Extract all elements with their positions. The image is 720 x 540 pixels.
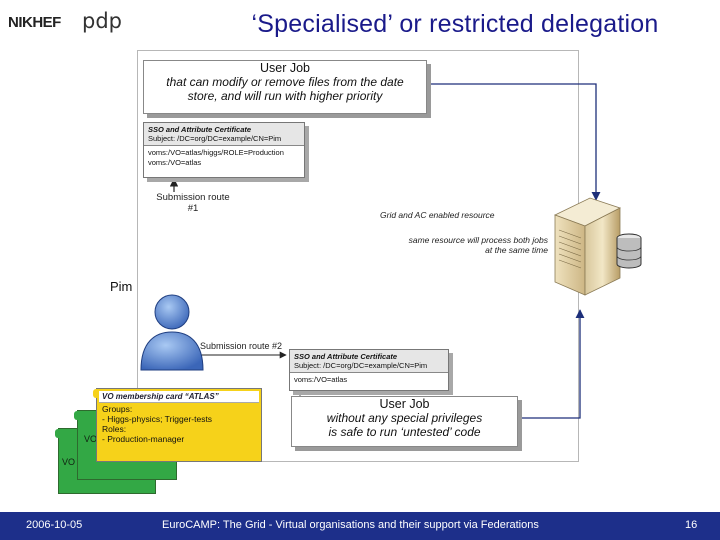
footer-title: EuroCAMP: The Grid - Virtual organisatio… [162,519,539,531]
user-person-icon [140,294,204,371]
submission-route-2-label: Submission route #2 [200,341,283,351]
user-job-privileged: User Job that can modify or remove files… [143,60,427,114]
pdp-logo-text: pdp [82,9,122,33]
resource-note-line2: at the same time [485,245,548,255]
cert1-heading: SSO and Attribute Certificate [148,125,252,134]
user-job-privileged-title: User Job [259,61,311,75]
cert2-heading: SSO and Attribute Certificate [294,352,398,361]
vo-card-back-1-label: VO [84,434,98,444]
user-job-unprivileged-line2: is safe to run ‘untested’ code [328,425,481,439]
user-job-unprivileged-title: User Job [379,397,430,411]
vo-card-roles-label: Roles: [102,424,127,434]
cert2-subject: Subject: /DC=org/DC=example/CN=Pim [294,361,428,370]
arrow-job2-to-resource [520,309,585,419]
vo-card-header: VO membership card “ATLAS” [99,391,259,403]
user-job-unprivileged-line1: without any special privileges [326,411,483,425]
resource-note: same resource will process both jobs at … [380,235,548,255]
footer-date: 2006-10-05 [26,519,83,531]
attribute-certificate-route2: SSO and Attribute Certificate Subject: /… [289,349,449,391]
submission-route-1-label: Submission route #1 [148,192,238,214]
resource-note-line1: same resource will process both jobs [408,235,548,245]
user-job-unprivileged: User Job without any special privileges … [291,396,518,447]
user-job-privileged-line2: store, and will run with higher priority [187,89,383,103]
cert2-attr1: voms:/VO=atlas [294,375,348,384]
cert1-subject: Subject: /DC=org/DC=example/CN=Pim [148,134,282,143]
cert1-attr1: voms:/VO=atlas/higgs/ROLE=Production [148,148,284,157]
attribute-certificate-route1: SSO and Attribute Certificate Subject: /… [143,122,305,178]
arrow-job1-to-resource [428,83,601,201]
server-icon [553,197,642,296]
vo-card-group-1: - Higgs-physics; Trigger-tests [102,414,213,424]
vo-card-role-1: - Production-manager [102,434,185,444]
slide-title: ‘Specialised’ or restricted delegation [251,10,659,38]
resource-label: Grid and AC enabled resource [380,210,495,220]
footer-page-number: 16 [685,519,698,531]
arrow-route2 [199,351,287,359]
vo-card-back-2-label: VO [62,457,76,467]
vo-membership-card: VO membership card “ATLAS” Groups: - Hig… [93,388,262,462]
slide-footer: 2006-10-05 EuroCAMP: The Grid - Virtual … [0,512,720,540]
nikhef-logo-text: NIKHEF [8,14,61,31]
user-job-privileged-line1: that can modify or remove files from the… [166,75,404,89]
route1-line1: Submission route [156,192,230,203]
vo-card-groups-label: Groups: [102,404,133,414]
nikhef-pdp-logo: NIKHEF pdp [8,9,122,36]
cert1-attr2: voms:/VO=atlas [148,158,202,167]
route1-line2: #1 [187,203,199,214]
user-name-label: Pim [110,279,133,294]
